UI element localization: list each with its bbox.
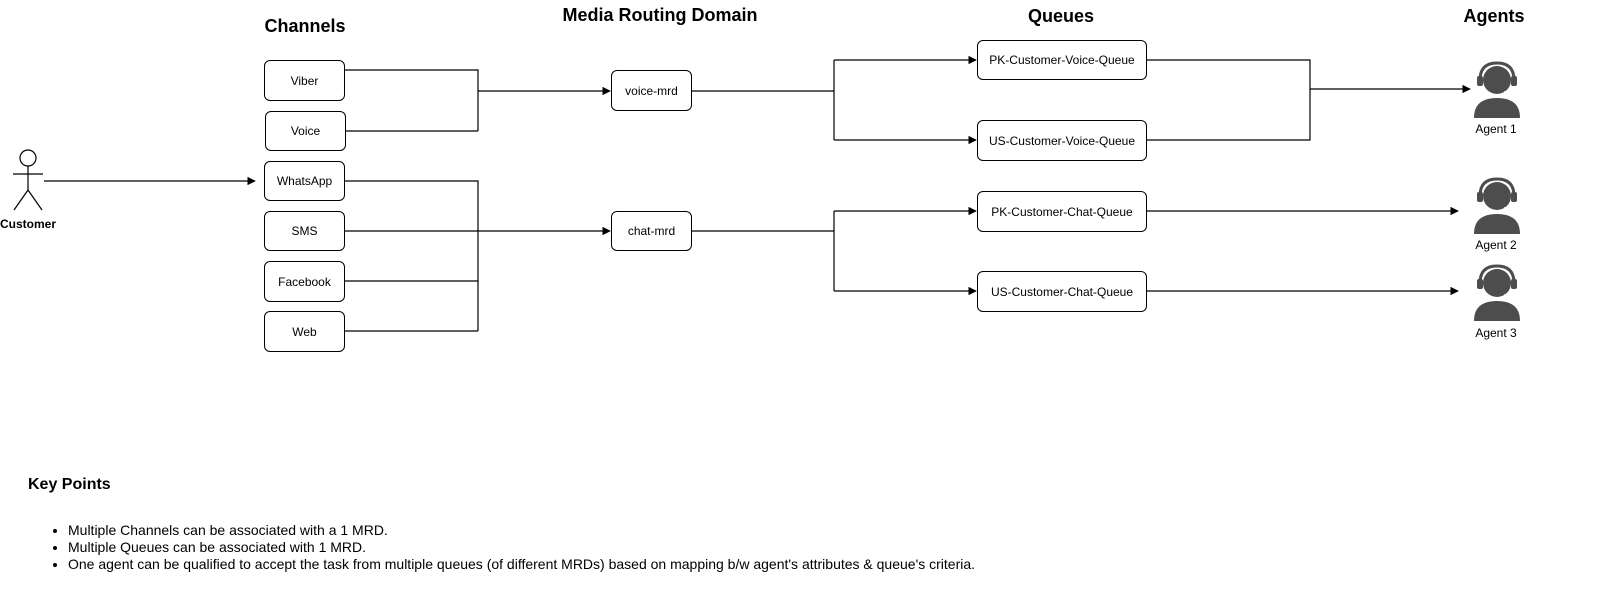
heading-media-routing-domain: Media Routing Domain bbox=[562, 5, 758, 25]
customer-actor-icon bbox=[13, 149, 43, 211]
channel-web: Web bbox=[264, 311, 345, 352]
queue-us-voice: US-Customer-Voice-Queue bbox=[977, 120, 1147, 161]
heading-queues: Queues bbox=[1027, 6, 1095, 26]
agent-1-label: Agent 1 bbox=[1475, 122, 1517, 136]
queue-pk-voice: PK-Customer-Voice-Queue bbox=[977, 40, 1147, 80]
key-point-item: Multiple Channels can be associated with… bbox=[68, 522, 975, 539]
agent-headset-icon bbox=[1474, 177, 1520, 234]
channel-label: Web bbox=[292, 324, 317, 339]
channel-label: Facebook bbox=[278, 274, 331, 289]
customer-label: Customer bbox=[0, 217, 57, 231]
channel-label: Voice bbox=[290, 124, 321, 138]
queue-us-chat: US-Customer-Chat-Queue bbox=[977, 271, 1147, 312]
mrd-chat: chat-mrd bbox=[611, 211, 692, 251]
queue-label: US-Customer-Voice-Queue bbox=[988, 133, 1136, 148]
queue-pk-chat: PK-Customer-Chat-Queue bbox=[977, 191, 1147, 232]
channel-viber: Viber bbox=[264, 60, 345, 101]
channel-sms: SMS bbox=[264, 211, 345, 251]
channel-label: Viber bbox=[290, 73, 319, 88]
heading-channels: Channels bbox=[264, 16, 346, 36]
channel-label: WhatsApp bbox=[276, 174, 333, 188]
key-points-title: Key Points bbox=[28, 476, 111, 493]
key-point-item: One agent can be qualified to accept the… bbox=[68, 556, 975, 573]
channel-voice: Voice bbox=[265, 111, 346, 151]
edge-pk-voice-to-agent bbox=[1147, 59, 1311, 141]
queue-label: US-Customer-Chat-Queue bbox=[990, 284, 1134, 299]
agent-3-label: Agent 3 bbox=[1475, 326, 1517, 340]
channel-label: SMS bbox=[291, 224, 318, 238]
mrd-voice: voice-mrd bbox=[611, 70, 692, 111]
agent-2-label: Agent 2 bbox=[1475, 238, 1517, 252]
mrd-label: chat-mrd bbox=[627, 224, 676, 238]
edge-viber-trunk bbox=[345, 69, 479, 131]
mrd-label: voice-mrd bbox=[625, 83, 678, 98]
key-points-list: Multiple Channels can be associated with… bbox=[28, 522, 975, 573]
agent-headset-icon bbox=[1474, 61, 1520, 118]
key-point-item: Multiple Queues can be associated with 1… bbox=[68, 539, 975, 556]
channel-whatsapp: WhatsApp bbox=[264, 161, 345, 201]
queue-label: PK-Customer-Chat-Queue bbox=[991, 204, 1133, 219]
channel-facebook: Facebook bbox=[264, 261, 345, 302]
queue-label: PK-Customer-Voice-Queue bbox=[989, 53, 1135, 67]
agent-headset-icon bbox=[1474, 264, 1520, 321]
edge-whatsapp-trunk bbox=[345, 180, 479, 331]
heading-agents: Agents bbox=[1463, 6, 1525, 26]
